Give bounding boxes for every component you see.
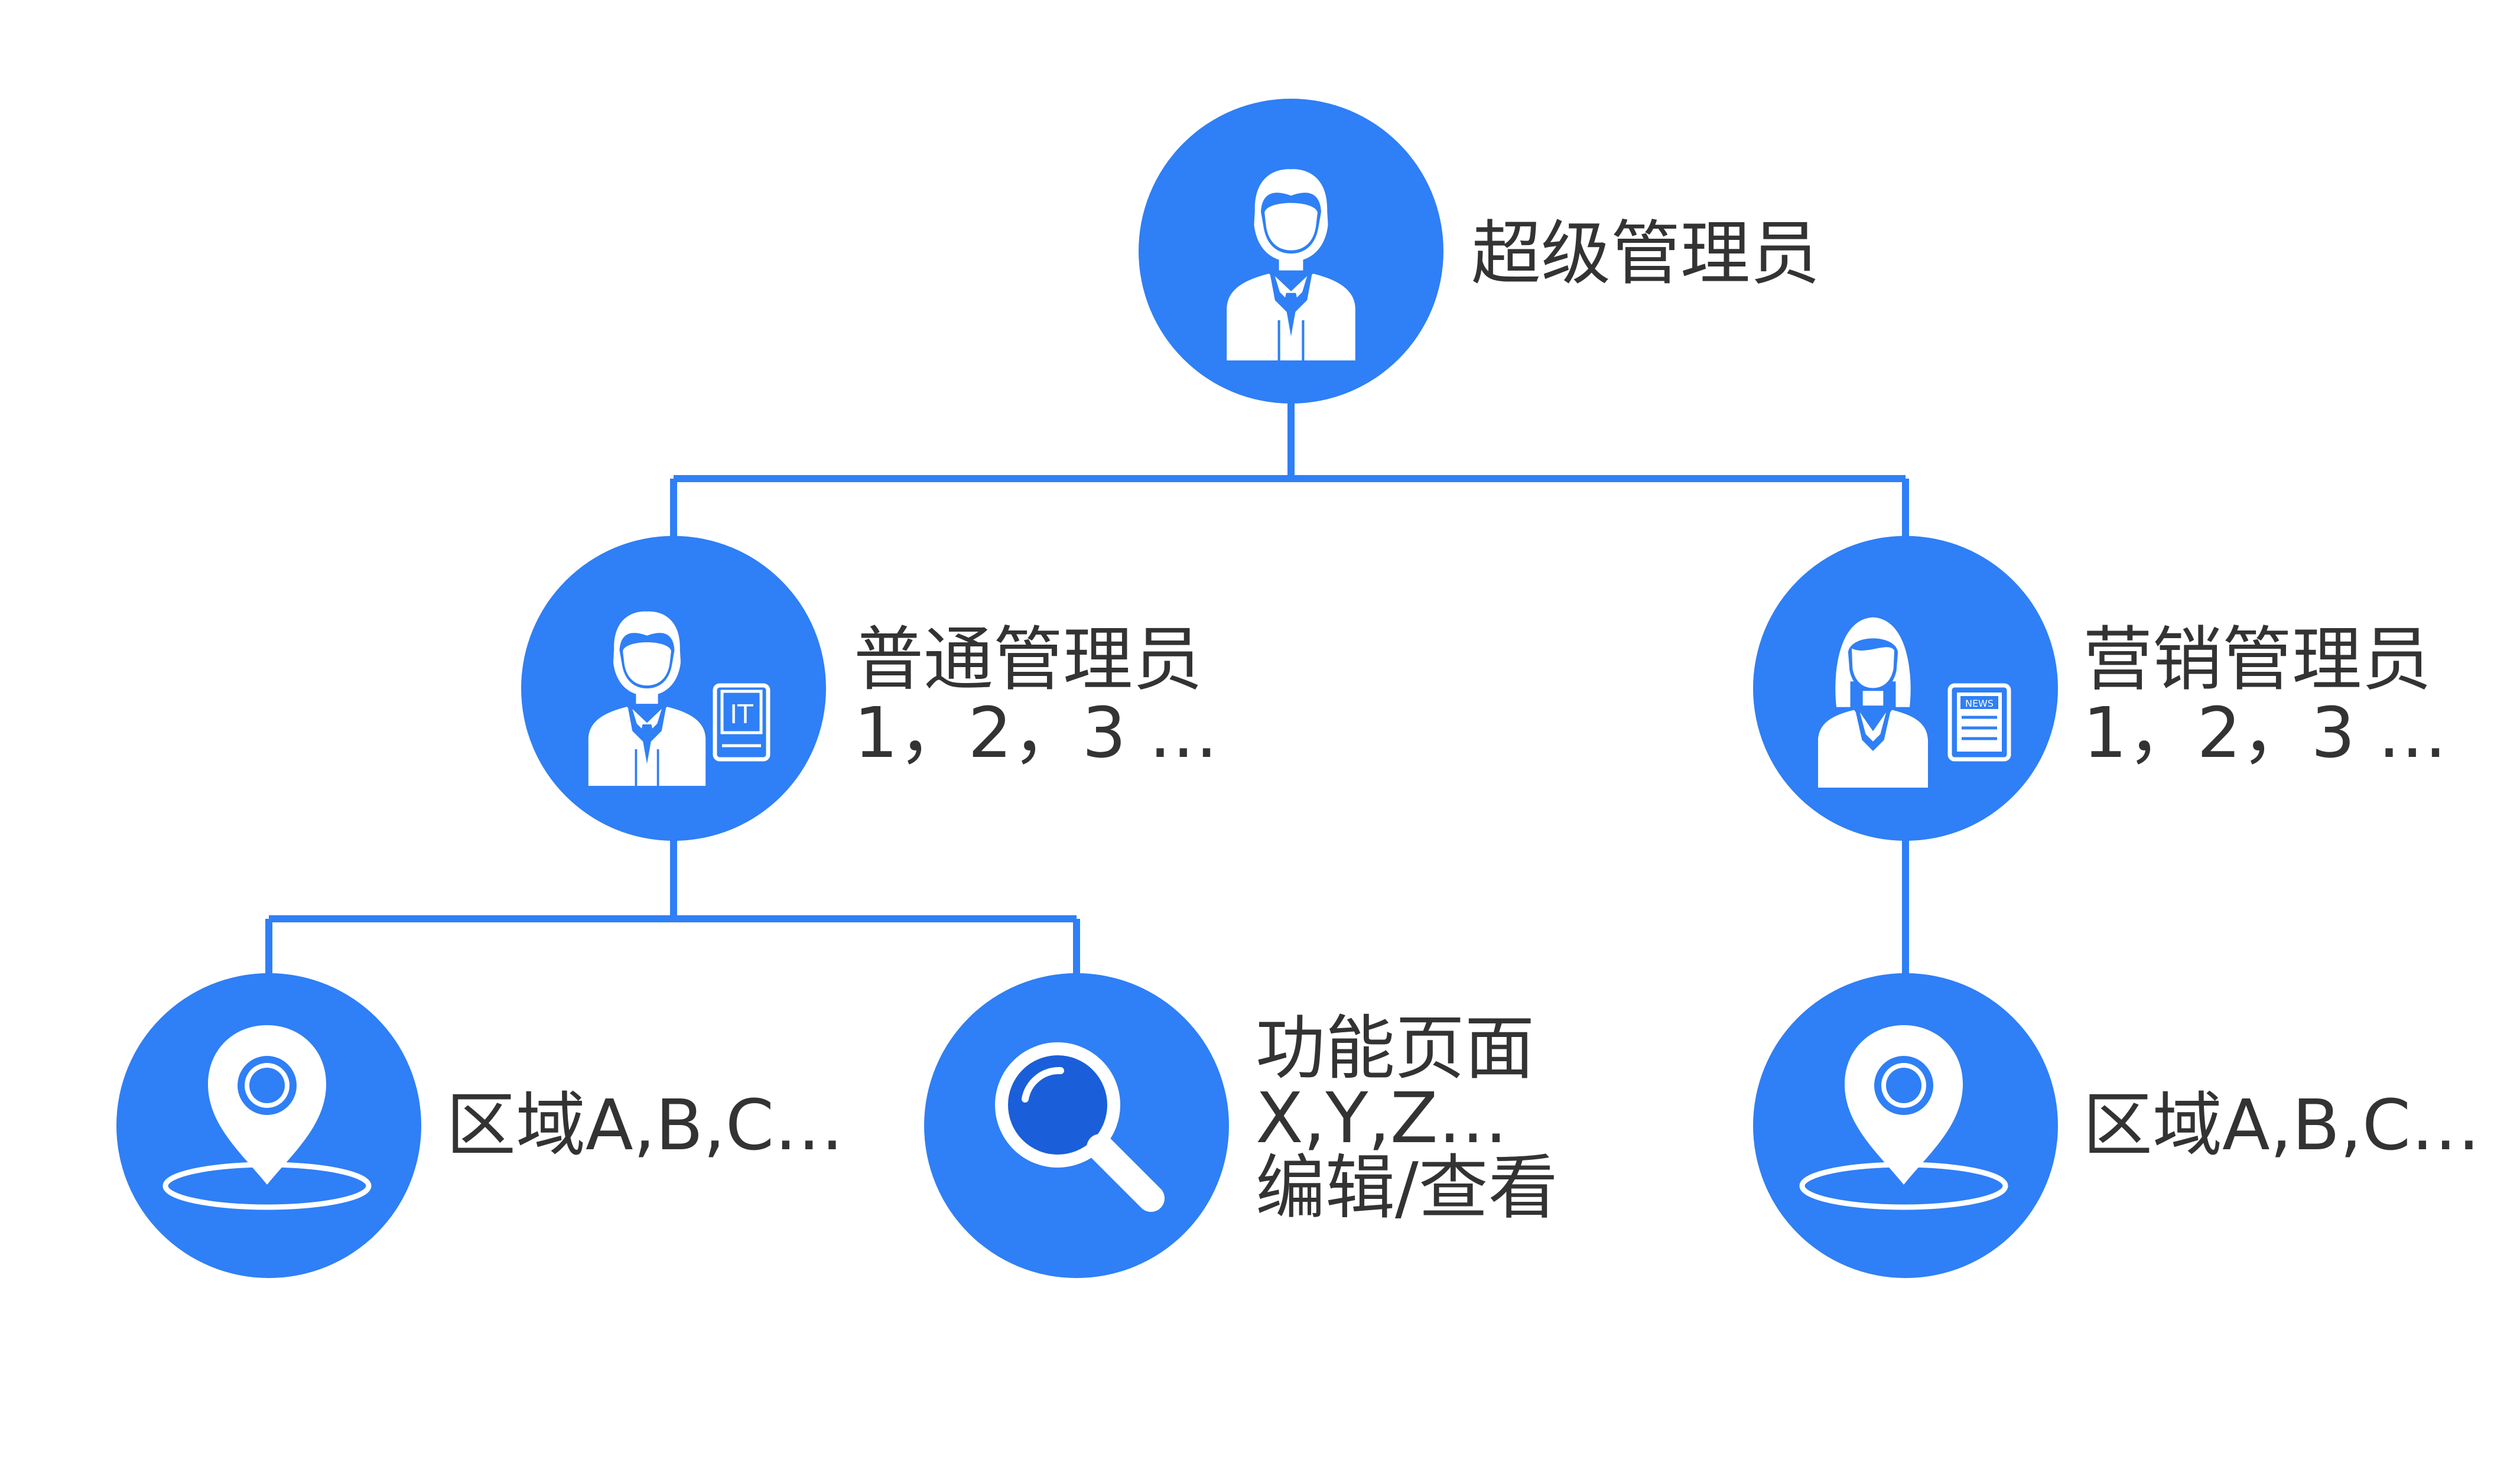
node-region-left xyxy=(116,973,421,1278)
function-pages-edit-view: 编辑/查看 xyxy=(1256,1147,1558,1228)
region-right-text: 区域A,B,C… xyxy=(2083,1084,2481,1166)
it-admin-icon: IT xyxy=(587,610,770,787)
svg-text:IT: IT xyxy=(730,700,753,730)
marketing-admin-numbers: 1，2，3 … xyxy=(2083,691,2447,773)
magnifier-icon xyxy=(995,1042,1165,1212)
marketing-admin-title: 营销管理员 xyxy=(2083,619,2432,700)
super-admin-title: 超级管理员 xyxy=(1471,213,1820,294)
label-super-admin: 超级管理员 xyxy=(1471,219,1820,288)
news-admin-icon: NEWS xyxy=(1818,617,2011,788)
node-marketing-admin: NEWS xyxy=(1753,536,2058,841)
label-general-admin: 普通管理员 1，2，3 … xyxy=(854,623,1218,770)
node-function-pages xyxy=(924,973,1229,1278)
function-pages-title: 功能页面 xyxy=(1256,1007,1535,1089)
node-super-admin xyxy=(1139,99,1443,404)
node-general-admin: IT xyxy=(521,536,826,841)
node-region-right xyxy=(1753,973,2058,1278)
svg-text:NEWS: NEWS xyxy=(1965,698,1994,709)
function-pages-xyz: X,Y,Z… xyxy=(1256,1077,1508,1159)
label-function-pages: 功能页面 X,Y,Z… 编辑/查看 xyxy=(1256,1013,1558,1223)
label-marketing-admin: 营销管理员 1，2，3 … xyxy=(2083,623,2447,770)
label-region-left: 区域A,B,C… xyxy=(446,1090,844,1160)
general-admin-circle xyxy=(521,536,826,841)
region-left-text: 区域A,B,C… xyxy=(446,1084,844,1166)
general-admin-title: 普通管理员 xyxy=(854,619,1203,700)
label-region-right: 区域A,B,C… xyxy=(2083,1090,2480,1160)
connectors xyxy=(265,372,1909,975)
general-admin-numbers: 1，2，3 … xyxy=(854,691,1218,773)
